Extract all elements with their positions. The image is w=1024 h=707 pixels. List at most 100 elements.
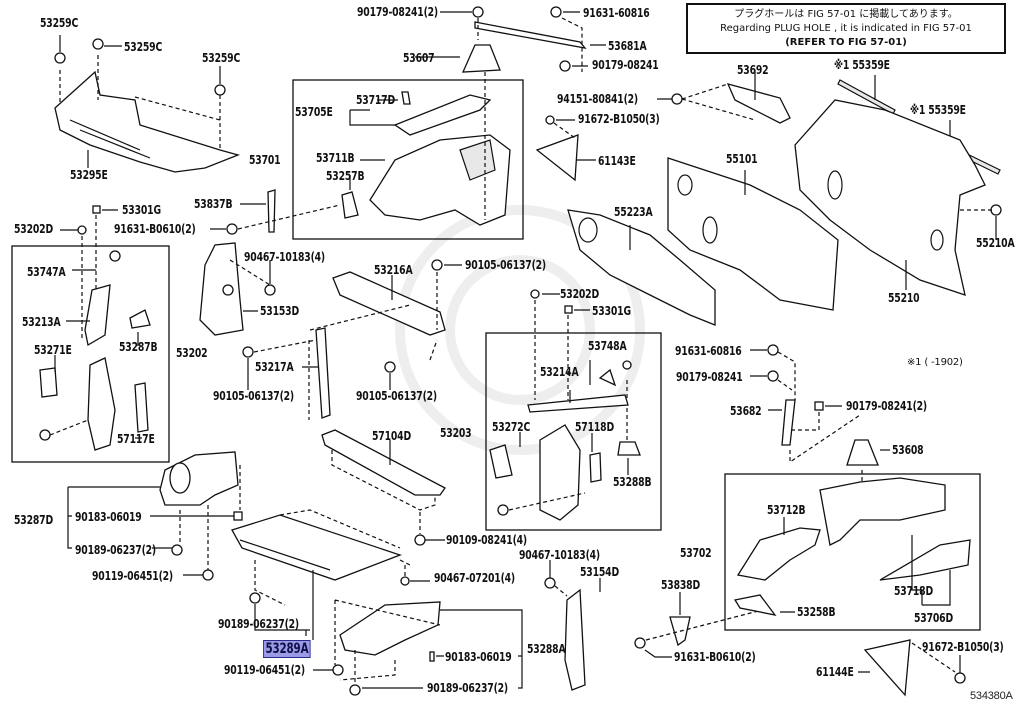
part-label-90179-08241[interactable]: 90179-08241 — [592, 58, 659, 72]
part-label-61143E[interactable]: 61143E — [598, 154, 636, 168]
part-label-55210[interactable]: 55210 — [888, 291, 920, 305]
part-53216A-53217A-shapes — [242, 259, 462, 420]
part-label-53838D[interactable]: 53838D — [661, 578, 700, 592]
part-label-90105-06137[interactable]: 90105-06137(2) — [465, 258, 547, 272]
part-label-53202[interactable]: 53202 — [176, 346, 208, 360]
part-label-90189-06237[interactable]: 90189-06237(2) — [218, 617, 300, 631]
part-53202-shapes — [39, 205, 151, 451]
part-label-53202D[interactable]: 53202D — [560, 287, 599, 301]
part-label-90189-06237[interactable]: 90189-06237(2) — [75, 543, 157, 557]
diagram-code: 534380A — [970, 690, 1013, 702]
part-label-61144E[interactable]: 61144E — [816, 665, 854, 679]
part-label-53288B[interactable]: 53288B — [613, 475, 652, 489]
part-label-90109-08241[interactable]: 90109-08241(4) — [446, 533, 528, 547]
part-label-90179-08241[interactable]: 90179-08241(2) — [846, 399, 928, 413]
part-53702-shapes — [733, 477, 971, 616]
part-label-53748A[interactable]: 53748A — [588, 339, 627, 353]
part-53701-shape — [341, 91, 511, 226]
reference-note: プラグホールは FIG 57-01 に掲載してあります。 Regarding P… — [686, 3, 1006, 54]
part-label-53153D[interactable]: 53153D — [260, 304, 299, 318]
part-label-53692[interactable]: 53692 — [737, 63, 769, 77]
part-label-90467-07201[interactable]: 90467-07201(4) — [434, 571, 516, 585]
part-label-55359E[interactable]: ※1 55359E — [910, 103, 966, 117]
part-label-53214A[interactable]: 53214A — [540, 365, 579, 379]
part-label-53258B[interactable]: 53258B — [797, 605, 836, 619]
part-label-53272C[interactable]: 53272C — [492, 420, 531, 434]
part-label-53203[interactable]: 53203 — [440, 426, 472, 440]
part-label-53705E[interactable]: 53705E — [295, 105, 333, 119]
part-label-90467-10183[interactable]: 90467-10183(4) — [244, 250, 326, 264]
part-label-91631-60816[interactable]: 91631-60816 — [583, 6, 650, 20]
part-label-91672-B1050[interactable]: 91672-B1050(3) — [922, 640, 1004, 654]
part-label-53711B[interactable]: 53711B — [316, 151, 355, 165]
part-label-90179-08241[interactable]: 90179-08241 — [676, 370, 743, 384]
part-label-53259C[interactable]: 53259C — [40, 16, 79, 30]
part-label-53837B[interactable]: 53837B — [194, 197, 233, 211]
part-53289A-shape — [231, 509, 430, 640]
note-refer: (REFER TO FIG 57-01) — [785, 37, 907, 48]
part-label-53154D[interactable]: 53154D — [580, 565, 619, 579]
part-label-55101[interactable]: 55101 — [726, 152, 758, 166]
part-55223A-shape — [567, 209, 716, 326]
part-57104D-shape — [321, 429, 446, 546]
part-label-53717D[interactable]: 53717D — [356, 93, 395, 107]
part-label-90119-06451[interactable]: 90119-06451(2) — [92, 569, 174, 583]
part-label-94151-80841[interactable]: 94151-80841(2) — [557, 92, 639, 106]
part-label-53259C[interactable]: 53259C — [124, 40, 163, 54]
part-label-53287B[interactable]: 53287B — [119, 340, 158, 354]
part-53288A-shape — [313, 599, 523, 696]
part-label-53289A-selected[interactable]: 53289A — [263, 640, 311, 658]
part-label-53202D[interactable]: 53202D — [14, 222, 53, 236]
part-label-53288A[interactable]: 53288A — [527, 642, 566, 656]
part-label-91631-B0610[interactable]: 91631-B0610(2) — [674, 650, 756, 664]
part-label-53271E[interactable]: 53271E — [34, 343, 72, 357]
part-label-53702[interactable]: 53702 — [680, 546, 712, 560]
part-label-57104D[interactable]: 57104D — [372, 429, 411, 443]
part-label-55210A[interactable]: 55210A — [976, 236, 1015, 250]
part-label-91672-B1050[interactable]: 91672-B1050(3) — [578, 112, 660, 126]
part-label-90105-06137[interactable]: 90105-06137(2) — [213, 389, 295, 403]
note-english: Regarding PLUG HOLE , it is indicated in… — [720, 23, 972, 34]
part-label-53747A[interactable]: 53747A — [27, 265, 66, 279]
part-label-53259C[interactable]: 53259C — [202, 51, 241, 65]
part-label-90189-06237[interactable]: 90189-06237(2) — [427, 681, 509, 695]
part-label-55359E[interactable]: ※1 55359E — [834, 58, 890, 72]
note-japanese: プラグホールは FIG 57-01 に掲載してあります。 — [734, 9, 958, 20]
part-label-53301G[interactable]: 53301G — [122, 203, 161, 217]
part-label-57117E[interactable]: 57117E — [117, 432, 155, 446]
part-55101-shape — [667, 157, 839, 311]
part-53692-61143E-shapes — [535, 70, 791, 182]
part-53837B-shape — [210, 189, 341, 235]
part-label-55223A[interactable]: 55223A — [614, 205, 653, 219]
part-label-53607[interactable]: 53607 — [403, 51, 435, 65]
part-label-53287D[interactable]: 53287D — [14, 513, 53, 527]
part-label-53301G[interactable]: 53301G — [592, 304, 631, 318]
part-label-90183-06019[interactable]: 90183-06019 — [445, 650, 512, 664]
part-label-90119-06451[interactable]: 90119-06451(2) — [224, 663, 306, 677]
part-label-53712B[interactable]: 53712B — [767, 503, 806, 517]
group-box-53202 — [11, 245, 170, 463]
part-53838D-shape — [634, 592, 771, 658]
part-label-53213A[interactable]: 53213A — [22, 315, 61, 329]
part-label-90183-06019[interactable]: 90183-06019 — [75, 510, 142, 524]
part-label-53706D[interactable]: 53706D — [914, 611, 953, 625]
part-55210-shape — [794, 99, 1002, 296]
part-label-90105-06137[interactable]: 90105-06137(2) — [356, 389, 438, 403]
part-label-91631-B0610[interactable]: 91631-B0610(2) — [114, 222, 196, 236]
part-label-53718D[interactable]: 53718D — [894, 584, 933, 598]
footnote: ※1 ( -1902) — [907, 357, 963, 368]
part-label-53216A[interactable]: 53216A — [374, 263, 413, 277]
part-label-53682[interactable]: 53682 — [730, 404, 762, 418]
part-label-53701[interactable]: 53701 — [249, 153, 281, 167]
part-label-90467-10183[interactable]: 90467-10183(4) — [519, 548, 601, 562]
part-label-57118D[interactable]: 57118D — [575, 420, 614, 434]
part-label-91631-60816[interactable]: 91631-60816 — [675, 344, 742, 358]
part-label-53608[interactable]: 53608 — [892, 443, 924, 457]
part-label-53217A[interactable]: 53217A — [255, 360, 294, 374]
part-label-90179-08241[interactable]: 90179-08241(2) — [357, 5, 439, 19]
part-label-53257B[interactable]: 53257B — [326, 169, 365, 183]
part-label-53681A[interactable]: 53681A — [608, 39, 647, 53]
part-label-53295E[interactable]: 53295E — [70, 168, 108, 182]
